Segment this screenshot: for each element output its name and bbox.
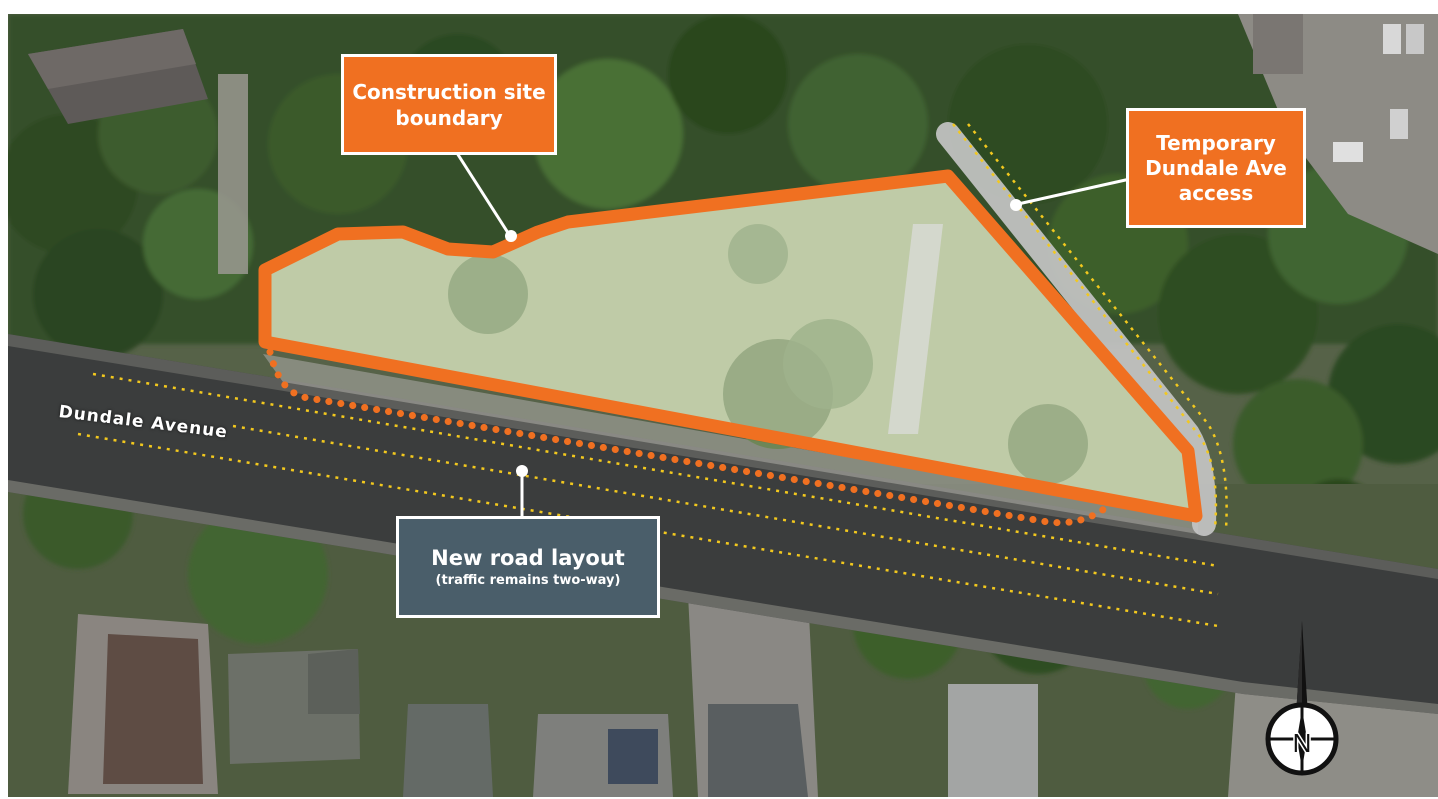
callout-access-line-2: Dundale Ave bbox=[1145, 155, 1287, 180]
house-northwest bbox=[28, 29, 208, 124]
callout-construction-site-boundary: Construction site boundary bbox=[341, 54, 557, 155]
leader-access bbox=[1017, 177, 1131, 206]
new-road-layout-edge bbox=[266, 348, 1112, 527]
leader-boundary-dot bbox=[505, 230, 517, 242]
callout-boundary-line-1: Construction site bbox=[352, 79, 546, 104]
callout-access-line-1: Temporary bbox=[1156, 130, 1276, 155]
aerial-map: Dundale Avenue Construction site boundar… bbox=[8, 14, 1438, 797]
callout-leaders bbox=[446, 138, 1131, 519]
driveway-northwest bbox=[218, 74, 248, 274]
callout-road-subtitle: (traffic remains two-way) bbox=[435, 573, 621, 589]
parking-northeast bbox=[1238, 14, 1438, 254]
callout-access-line-3: access bbox=[1178, 180, 1254, 205]
construction-site-area bbox=[265, 176, 1196, 516]
north-arrow-icon: N bbox=[1265, 621, 1339, 776]
callout-boundary-line-2: boundary bbox=[395, 105, 503, 130]
callout-new-road-layout: New road layout (traffic remains two-way… bbox=[396, 516, 660, 618]
north-arrow-label: N bbox=[1293, 728, 1312, 758]
leader-road-dot bbox=[516, 465, 528, 477]
leader-access-dot bbox=[1010, 199, 1022, 211]
callout-road-title: New road layout bbox=[431, 545, 625, 570]
leader-boundary bbox=[446, 138, 512, 237]
footpath bbox=[263, 354, 1198, 534]
callout-temporary-access: Temporary Dundale Ave access bbox=[1126, 108, 1306, 228]
temporary-access-path bbox=[936, 122, 1217, 536]
construction-site-boundary bbox=[258, 169, 1203, 523]
